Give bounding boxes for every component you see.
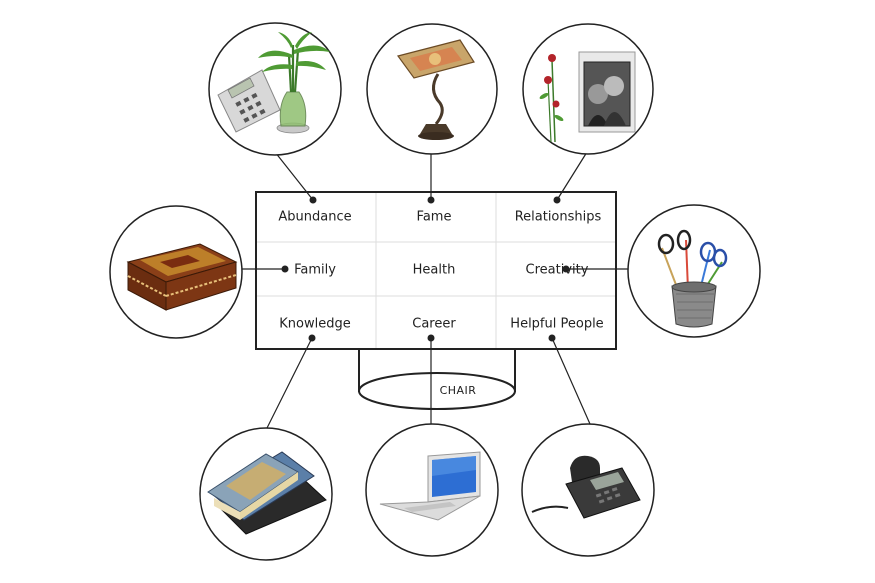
family-object-circle xyxy=(109,205,243,339)
knowledge-object-circle xyxy=(199,427,333,561)
photo-frame-icon xyxy=(578,51,636,133)
creativity-object-circle xyxy=(627,204,761,338)
label-health: Health xyxy=(413,263,456,278)
label-knowledge: Knowledge xyxy=(279,317,350,332)
desk-outline xyxy=(255,191,617,350)
label-family: Family xyxy=(294,263,336,278)
desk-grid-lines xyxy=(257,193,615,348)
chair-label: CHAIR xyxy=(440,384,477,397)
label-helpful-people: Helpful People xyxy=(510,317,603,332)
fame-object-circle xyxy=(366,23,498,155)
wooden-box-icon xyxy=(126,243,238,311)
label-career: Career xyxy=(412,317,456,332)
rose-stems-icon xyxy=(539,54,564,143)
scissors-icon xyxy=(657,229,728,268)
bamboo-plant-icon xyxy=(258,32,330,134)
label-fame: Fame xyxy=(417,210,452,225)
helpful-people-object-circle xyxy=(521,423,655,557)
calculator-icon xyxy=(217,69,281,133)
laptop-icon xyxy=(379,451,481,521)
telephone-icon xyxy=(531,455,641,519)
label-relationships: Relationships xyxy=(515,210,602,225)
pencil-holder-icon xyxy=(657,229,728,328)
connector-lines xyxy=(239,151,629,431)
label-creativity: Creativity xyxy=(526,263,589,278)
connector-dots xyxy=(281,196,570,342)
books-icon xyxy=(207,451,327,535)
lamp-icon xyxy=(396,39,475,140)
chair: CHAIR xyxy=(358,349,516,410)
career-object-circle xyxy=(365,423,499,557)
relationships-object-circle xyxy=(522,23,654,155)
abundance-object-circle xyxy=(208,22,342,156)
label-abundance: Abundance xyxy=(278,210,351,225)
